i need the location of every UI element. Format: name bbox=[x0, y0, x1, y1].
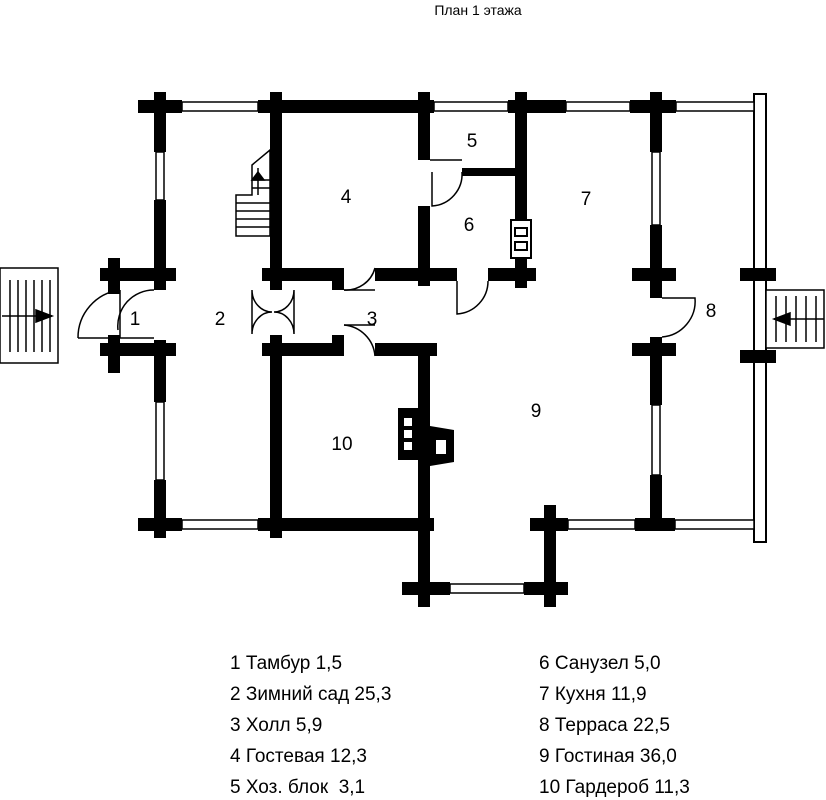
door bbox=[456, 280, 489, 315]
wall-segment bbox=[332, 268, 344, 290]
window bbox=[181, 519, 259, 530]
room-label-2: 2 bbox=[215, 309, 226, 330]
window bbox=[674, 519, 755, 530]
room-label-9: 9 bbox=[531, 401, 542, 422]
wall-segment bbox=[108, 335, 120, 373]
wall-segment bbox=[154, 200, 166, 290]
room-label-5: 5 bbox=[467, 131, 478, 152]
door bbox=[273, 289, 295, 335]
legend-item: 6 Санузел 5,0 bbox=[539, 653, 661, 674]
legend-item: 7 Кухня 11,9 bbox=[539, 684, 647, 705]
wall-segment bbox=[154, 510, 166, 538]
windows bbox=[155, 101, 755, 594]
room-label-4: 4 bbox=[341, 187, 352, 208]
wall-segment bbox=[524, 582, 568, 595]
legend-item: 3 Холл 5,9 bbox=[230, 715, 322, 736]
room-label-7: 7 bbox=[581, 189, 592, 210]
room-label-1: 1 bbox=[130, 309, 141, 330]
wall-segment bbox=[462, 168, 520, 176]
wall-segment bbox=[740, 350, 776, 363]
door bbox=[661, 297, 696, 338]
window bbox=[433, 101, 509, 112]
door bbox=[343, 267, 376, 291]
room-label-3: 3 bbox=[367, 309, 378, 330]
wall-segment bbox=[154, 100, 166, 152]
door bbox=[431, 171, 463, 207]
wall-segment bbox=[262, 343, 344, 356]
window bbox=[181, 101, 259, 112]
stairs-inner bbox=[235, 148, 271, 237]
wall-segment bbox=[262, 268, 344, 281]
room-labels: 1 2 3 4 5 6 7 8 9 10 bbox=[130, 131, 717, 455]
bathroom-fixture bbox=[510, 219, 532, 259]
wall-segment bbox=[402, 582, 450, 595]
wall-segment bbox=[530, 518, 568, 531]
window bbox=[565, 101, 631, 112]
wall-segment bbox=[632, 343, 676, 356]
legend-item: 9 Гостиная 36,0 bbox=[539, 746, 677, 767]
legend: 1 Тамбур 1,5 2 Зимний сад 25,3 3 Холл 5,… bbox=[230, 653, 690, 798]
wall-segment bbox=[650, 475, 662, 531]
window bbox=[567, 519, 636, 530]
door bbox=[77, 289, 121, 339]
legend-item: 8 Терраса 22,5 bbox=[539, 715, 670, 736]
wall-segment bbox=[418, 345, 430, 607]
stairs-left bbox=[0, 267, 59, 364]
door bbox=[251, 289, 273, 335]
window bbox=[449, 583, 525, 594]
stairs-right bbox=[765, 289, 825, 349]
wall-segment bbox=[515, 100, 527, 288]
wall-segment bbox=[635, 518, 675, 531]
wall-segment bbox=[650, 225, 662, 298]
window bbox=[675, 101, 755, 112]
wall-segment bbox=[375, 268, 457, 281]
legend-item: 4 Гостевая 12,3 bbox=[230, 746, 367, 767]
wall-segment bbox=[418, 100, 430, 160]
room-label-6: 6 bbox=[464, 215, 475, 236]
wall-segment bbox=[740, 268, 776, 281]
room-label-8: 8 bbox=[706, 301, 717, 322]
wall-segment bbox=[418, 206, 430, 286]
plan-title: План 1 этажа bbox=[434, 2, 522, 18]
wall-segment bbox=[488, 268, 536, 281]
wall-segment bbox=[108, 258, 120, 294]
legend-item: 1 Тамбур 1,5 bbox=[230, 653, 342, 674]
wall-segment bbox=[332, 335, 344, 355]
doors bbox=[77, 159, 696, 357]
wall-segment bbox=[258, 100, 434, 113]
wall-segment bbox=[270, 335, 282, 535]
wall-segment bbox=[270, 100, 282, 270]
window bbox=[651, 404, 661, 476]
wall-segment bbox=[258, 518, 434, 531]
legend-item: 2 Зимний сад 25,3 bbox=[230, 684, 391, 705]
legend-item: 10 Гардероб 11,3 bbox=[539, 777, 690, 798]
fireplace bbox=[398, 408, 454, 466]
window bbox=[155, 401, 165, 481]
wall-segment bbox=[270, 268, 282, 290]
wall-segment bbox=[632, 268, 676, 281]
legend-item: 5 Хоз. блок 3,1 bbox=[230, 777, 365, 798]
door bbox=[117, 289, 155, 331]
wall-segment bbox=[650, 100, 662, 152]
window bbox=[155, 151, 165, 201]
wall-segment bbox=[418, 343, 430, 373]
room-label-10: 10 bbox=[331, 434, 352, 455]
window bbox=[651, 151, 661, 226]
